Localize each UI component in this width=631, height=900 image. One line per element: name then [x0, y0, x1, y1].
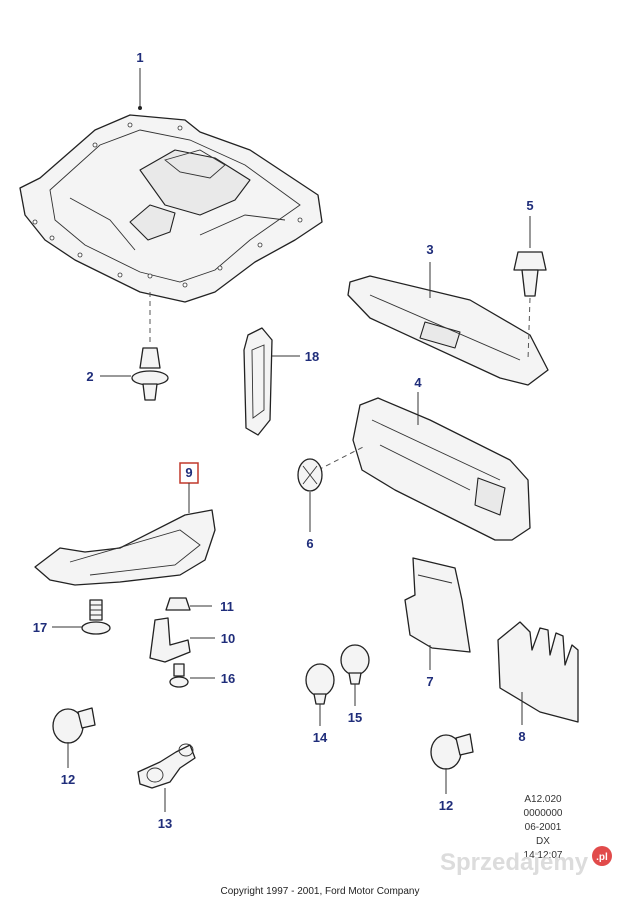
part-13-hose-clip: 13 — [137, 743, 196, 831]
part-14-clip: 14 — [305, 663, 335, 745]
part-9-bracket: 9 — [34, 462, 216, 586]
callout-1: 1 — [136, 50, 143, 65]
callout-4: 4 — [414, 375, 422, 390]
part-12-rivet-left: 12 — [52, 707, 96, 787]
watermark-suffix: .pl — [596, 852, 608, 863]
part-6-round-clip: 6 — [297, 458, 323, 551]
part-10-small-bracket: 10 — [149, 617, 235, 663]
part-3-shield: 3 — [347, 242, 549, 386]
callout-6: 6 — [306, 536, 313, 551]
part-2-fastener: 2 — [86, 347, 169, 401]
reference-line-4: DX — [536, 836, 550, 847]
watermark-badge-icon — [592, 846, 612, 866]
watermark: Sprzedajemy .pl — [440, 846, 612, 876]
reference-line-5: 14:12:07 — [524, 850, 563, 861]
callout-17: 17 — [33, 620, 47, 635]
part-12-rivet-right: 12 — [430, 733, 474, 813]
callout-16: 16 — [221, 671, 235, 686]
watermark-text: Sprzedajemy — [440, 849, 589, 876]
part-16-screw: 16 — [169, 663, 235, 688]
reference-line-3: 06-2001 — [525, 822, 562, 833]
callout-18: 18 — [305, 349, 319, 364]
part-7-panel: 7 — [404, 557, 471, 689]
callout-5: 5 — [526, 198, 533, 213]
callout-12-right: 12 — [439, 798, 453, 813]
part-11-nut: 11 — [165, 597, 234, 614]
copyright: Copyright 1997 - 2001, Ford Motor Compan… — [221, 886, 420, 897]
callout-11: 11 — [220, 599, 234, 614]
callout-12-left: 12 — [61, 772, 75, 787]
part-4-side-shield: 4 — [317, 375, 531, 541]
callout-2: 2 — [86, 369, 93, 384]
part-15-clip: 15 — [340, 644, 370, 725]
callout-8: 8 — [518, 729, 525, 744]
part-5-clip: 5 — [513, 198, 547, 361]
reference-line-1: A12.020 — [524, 794, 562, 805]
callout-14: 14 — [313, 730, 328, 745]
reference-line-2: 0000000 — [524, 808, 563, 819]
callout-13: 13 — [158, 816, 172, 831]
part-17-bolt: 17 — [33, 599, 111, 635]
callout-15: 15 — [348, 710, 362, 725]
part-18-strip: 18 — [243, 327, 319, 436]
callout-10: 10 — [221, 631, 235, 646]
part-8-comb-panel: 8 — [497, 621, 579, 744]
reference-block: A12.020 0000000 06-2001 DX 14:12:07 — [524, 794, 563, 861]
callout-3: 3 — [426, 242, 433, 257]
callout-9[interactable]: 9 — [185, 465, 192, 480]
callout-7: 7 — [426, 674, 433, 689]
part-1-undertray: 1 — [19, 50, 323, 345]
